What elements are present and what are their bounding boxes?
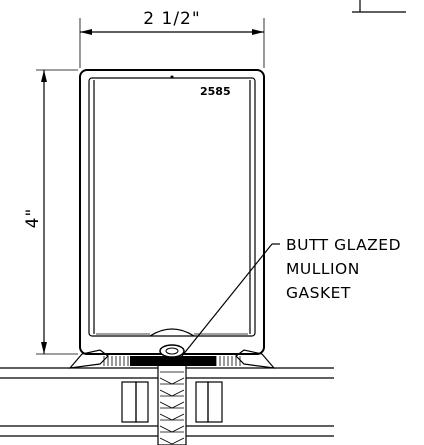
glass-lites	[0, 367, 334, 437]
width-dimension-label: 2 1/2"	[143, 9, 200, 29]
glazing-gaskets	[68, 344, 276, 369]
center-spline	[157, 361, 187, 445]
callout-leader	[181, 243, 280, 357]
spacer-blocks	[121, 381, 223, 423]
width-dimension: 2 1/2"	[79, 9, 265, 68]
partial-dimension-fragment	[352, 0, 406, 13]
callout-label-line2: MULLION	[286, 260, 360, 278]
part-number-label: 2585	[200, 85, 231, 98]
mullion-profile: 2585	[79, 69, 265, 355]
height-dimension: 4"	[23, 69, 78, 355]
height-dimension-label: 4"	[23, 208, 43, 229]
callout-label-line3: GASKET	[286, 284, 351, 302]
callout-label-line1: BUTT GLAZED	[286, 236, 401, 254]
